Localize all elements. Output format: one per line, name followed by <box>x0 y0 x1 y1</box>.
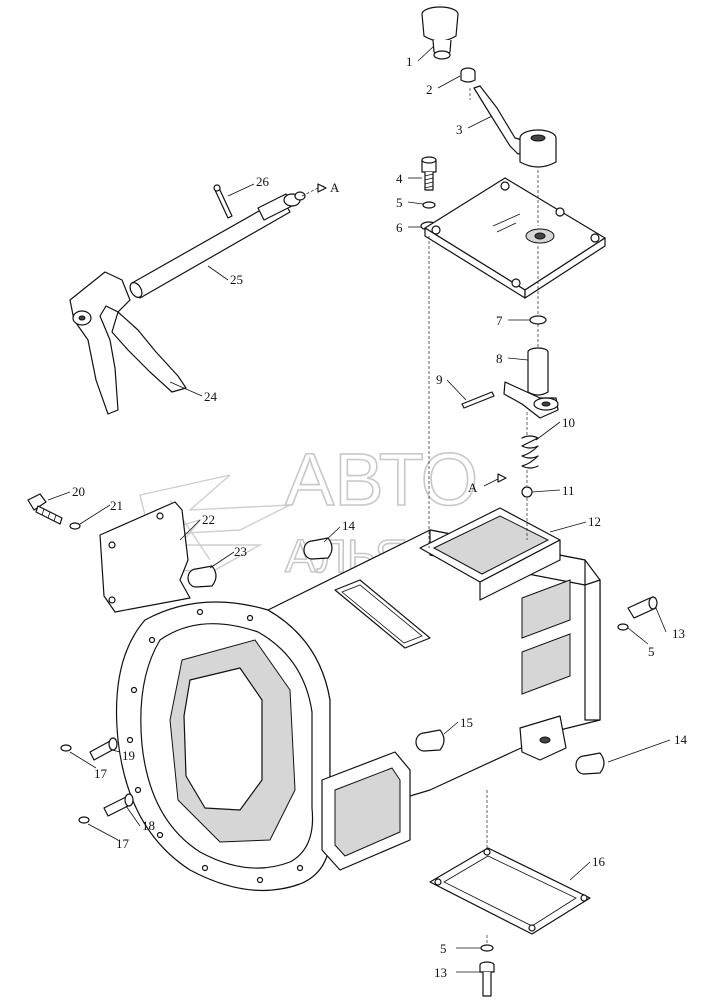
bolt-20 <box>27 493 63 525</box>
shift-fork <box>69 271 187 415</box>
callout-14-top: 14 <box>342 518 356 533</box>
detent-ball <box>521 486 533 498</box>
callout-8: 8 <box>496 351 503 366</box>
washer-17-upper <box>60 744 72 752</box>
gear-lever-knob <box>421 6 459 60</box>
bolt-bottom <box>479 961 495 997</box>
section-arrow-housing <box>497 473 507 483</box>
o-ring <box>529 315 547 325</box>
callout-25: 25 <box>230 272 243 287</box>
shift-lever-rod <box>473 85 557 168</box>
section-mark-housing: A <box>468 480 478 495</box>
bolt-19 <box>89 737 118 761</box>
washer-17-lower <box>78 816 90 824</box>
callout-14-right: 14 <box>674 732 688 747</box>
callout-26: 26 <box>256 174 270 189</box>
callout-7: 7 <box>496 313 503 328</box>
callout-5-top: 5 <box>396 195 403 210</box>
callout-3: 3 <box>456 122 463 137</box>
callout-1: 1 <box>406 54 413 69</box>
shift-cover-plate <box>424 177 606 299</box>
callout-5-bottom: 5 <box>440 941 447 956</box>
leader-lines <box>47 45 671 973</box>
watermark-line1: АВТО <box>285 438 478 521</box>
callout-12: 12 <box>588 514 601 529</box>
callout-15: 15 <box>460 715 473 730</box>
lock-pin <box>213 184 233 219</box>
callout-17-lower: 17 <box>116 836 130 851</box>
callout-24: 24 <box>204 389 218 404</box>
callout-22: 22 <box>202 512 215 527</box>
detent-spring <box>521 435 539 469</box>
section-arrow-top <box>317 183 327 193</box>
transmission-housing <box>99 501 601 892</box>
callout-16: 16 <box>592 854 606 869</box>
lever-nut <box>460 67 476 83</box>
washer-21 <box>69 522 81 530</box>
callout-18: 18 <box>142 818 155 833</box>
callout-11: 11 <box>562 483 575 498</box>
callout-21: 21 <box>110 498 123 513</box>
callout-5-right: 5 <box>648 644 655 659</box>
callout-4: 4 <box>396 171 403 186</box>
washer-bottom <box>480 944 494 952</box>
selector-shaft <box>527 347 549 396</box>
bolt-right <box>617 596 658 631</box>
callout-23: 23 <box>234 544 247 559</box>
callout-19: 19 <box>122 748 135 763</box>
section-mark-top: A <box>330 180 340 195</box>
fork-shaft <box>129 191 306 299</box>
callout-13-bottom: 13 <box>434 965 447 980</box>
bottom-gasket <box>429 847 591 935</box>
callout-20: 20 <box>72 484 85 499</box>
bushing-right <box>575 752 605 775</box>
assembly-axis-lines <box>301 88 539 945</box>
bolt-18 <box>103 793 134 817</box>
callout-10: 10 <box>562 415 575 430</box>
bushing-left <box>187 565 217 588</box>
bushing-middle <box>415 729 445 752</box>
callout-9: 9 <box>436 372 443 387</box>
callout-2: 2 <box>426 82 433 97</box>
cover-bolt <box>421 156 437 191</box>
callout-17-upper: 17 <box>94 766 108 781</box>
spring-pin <box>461 391 495 409</box>
callout-6: 6 <box>396 220 403 235</box>
callout-labels: 1 2 3 4 5 6 7 8 9 10 11 12 13 5 14 14 15… <box>72 54 688 980</box>
callout-13-right: 13 <box>672 626 685 641</box>
spring-washer <box>422 201 436 209</box>
selector-arm <box>503 381 559 419</box>
